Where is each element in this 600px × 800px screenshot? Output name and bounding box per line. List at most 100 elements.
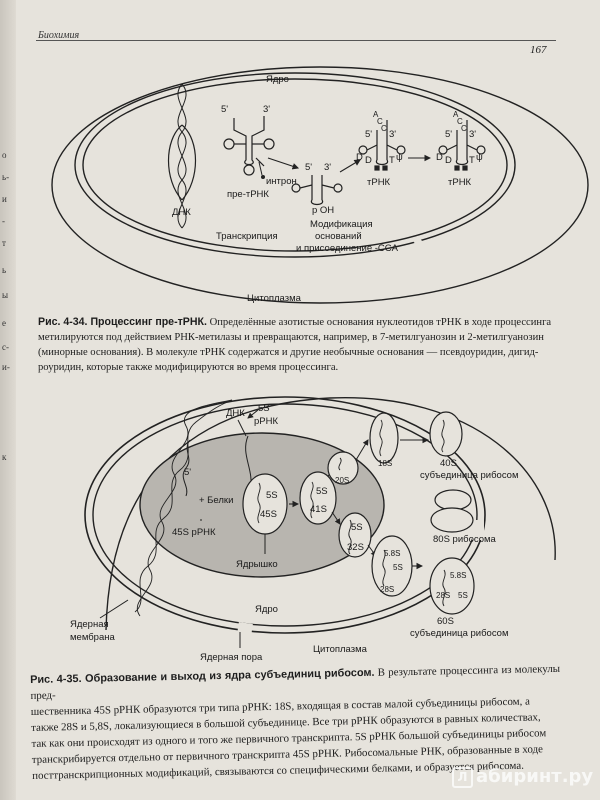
cell-membrane-arc [105, 397, 556, 631]
acc-letter-a: A [453, 110, 459, 119]
rrna-coil [348, 519, 352, 555]
dihydrouridine-label: D [436, 152, 443, 163]
dihydrouridine-label: D [356, 152, 363, 163]
nuclear-pore-gap [412, 235, 428, 253]
three-prime-label: 3' [324, 162, 331, 173]
export-arrow [355, 439, 369, 461]
cell-outline [51, 66, 589, 304]
large-subunit-label: 60S [437, 616, 454, 627]
particle-label: 5S [316, 486, 328, 497]
rrna-coil [310, 481, 314, 519]
caption-line: Определённые азотистые основания нуклеот… [209, 317, 552, 328]
large-subunit-60s [429, 557, 475, 615]
rrna-coil [338, 457, 342, 471]
nuclear-envelope-outer [74, 72, 516, 258]
rrna-coil [442, 569, 446, 607]
caption-title: Рис. 4-34. Процессинг пре-тРНК. [38, 316, 207, 328]
edge-letter: ь [2, 265, 7, 275]
dna-label: ДНК [226, 408, 245, 419]
particle-label: 5S [458, 591, 468, 600]
rrna-5s-arrow [247, 409, 259, 419]
dna-pointer [237, 419, 247, 437]
nuclear-pore-label: Ядерная пора [200, 652, 263, 663]
nuclear-membrane-label: Ядерная [70, 619, 109, 630]
thymidine-label: T [389, 155, 395, 166]
particle-label: 5S [266, 490, 278, 501]
particle-label: 32S [347, 542, 364, 553]
pseudouridine-label: ψ [396, 152, 403, 163]
watermark-text: абиринт.ру [476, 766, 594, 787]
watermark-icon: Л [452, 766, 473, 788]
nuclear-envelope-inner [82, 78, 508, 252]
pre-ribosomal-particle-20s [327, 451, 359, 485]
trna-label: тРНК [367, 177, 391, 188]
particle-label: 28S [380, 585, 394, 594]
thymidine-label: T [469, 155, 475, 166]
cytoplasmic-trna-structure [438, 120, 486, 171]
small-subunit-precursor [369, 412, 399, 464]
large-subunit-label: субъединица рибосом [410, 628, 509, 639]
nuclear-envelope-inner [92, 403, 478, 627]
rrna-5s-label: рРНК [254, 416, 278, 427]
caption-line: роуридин, которые также модифицируются в… [38, 362, 339, 373]
transcription-label: Транскрипция [216, 231, 278, 242]
cleaved-trna-structure [291, 175, 343, 206]
page-number: 167 [530, 44, 547, 56]
particle-label: 45S [260, 509, 277, 520]
processing-arrow [331, 511, 341, 525]
particle-label: 5S [393, 563, 403, 572]
acc-letter-c: C [461, 124, 467, 133]
processing-arrow-2 [339, 159, 361, 173]
rrna-coil [379, 419, 383, 457]
nucleus-label: Ядро [266, 74, 289, 85]
rrna-45s-transcript [182, 439, 191, 497]
rrna-coil [382, 549, 386, 587]
previous-page-edge: о ь- и - т ь ы е с- и- к [0, 0, 16, 800]
acc-letter-a: A [373, 110, 379, 119]
mature-trna-structure [358, 120, 406, 171]
nucleus-label: Ядро [255, 604, 278, 615]
three-prime-label: 3' [389, 129, 396, 140]
p-oh-label: p OH [312, 205, 334, 216]
nuclear-membrane-label: мембрана [70, 632, 115, 643]
dihydrouridine-label: D [365, 155, 372, 166]
caption-line: (минорные основания). В молекуле тРНК со… [38, 347, 539, 358]
five-prime-label: 5' [445, 129, 452, 140]
edge-letter: т [2, 238, 6, 248]
edge-letter: к [2, 452, 7, 462]
proteins-label: + Белки [199, 495, 233, 506]
particle-label: 5.8S [384, 549, 400, 558]
edge-letter: ы [2, 290, 9, 300]
acc-letter-c: C [377, 117, 383, 126]
dna-double-helix [167, 83, 197, 229]
intron-marker [261, 175, 265, 179]
acc-letter-c: C [457, 117, 463, 126]
caption-line: метилируются под действием РНК-метилазы … [38, 332, 544, 343]
ribosomal-dna-helix [134, 399, 233, 617]
edge-letter: и [2, 194, 7, 204]
small-subunit-label: 40S [440, 458, 457, 469]
edge-letter: о [2, 150, 7, 160]
ribosome-label: 80S рибосома [433, 534, 497, 545]
particle-label: 28S [436, 591, 450, 600]
intron-pointer [258, 161, 263, 176]
modification-label-line1: Модификация [310, 219, 373, 230]
rrna-coil [257, 482, 261, 524]
five-prime-label: 5' [365, 129, 372, 140]
rrna-5s-label: 5S [258, 403, 270, 414]
intron-label: интрон [266, 176, 297, 187]
five-prime-label: 5' [221, 104, 228, 115]
rrna-45s-label: 45S рРНК [172, 527, 216, 538]
dna-label: ДНК [172, 207, 191, 218]
small-subunit-label: субъединица рибосом [420, 470, 519, 481]
pre-trna-structure [223, 116, 275, 176]
particle-label: 18S [378, 459, 392, 468]
edge-letter: е [2, 318, 6, 328]
pseudouridine-label: ψ [476, 152, 483, 163]
pre-ribosomal-particle-41s [299, 471, 337, 525]
acc-letter-c: C [381, 124, 387, 133]
figure-4-34-caption: Рис. 4-34. Процессинг пре-тРНК. Определё… [38, 315, 556, 375]
